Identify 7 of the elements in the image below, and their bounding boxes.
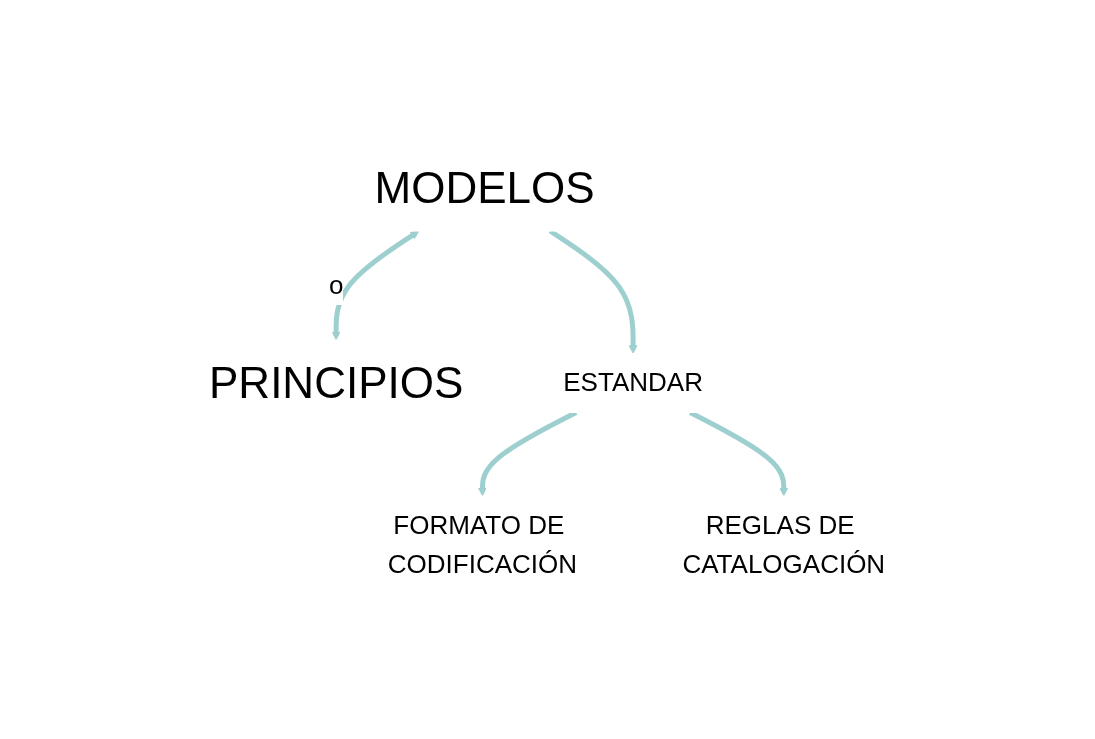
node-text: PRINCIPIOS [209, 357, 464, 407]
node-text: REGLAS DE CATALOGACIÓN [682, 509, 886, 579]
edge-label: o [329, 270, 344, 300]
node-text: ESTANDAR [563, 367, 704, 398]
node-text: FORMATO DE CODIFICACIÓN [388, 509, 578, 579]
arrow [332, 230, 420, 341]
node-text: MODELOS [375, 163, 596, 212]
